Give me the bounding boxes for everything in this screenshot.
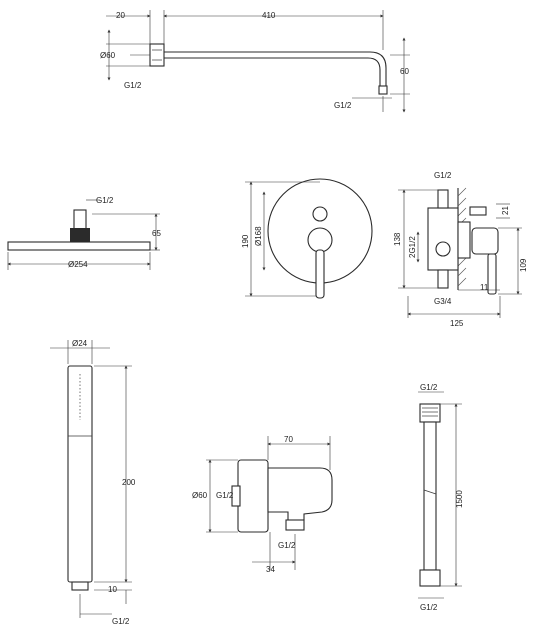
- bottom-inlet: [437, 269, 449, 289]
- wall-elbow-view: 70 Ø60 G1/2 G1/2 34: [192, 435, 333, 574]
- dim-hand-200: 200: [122, 478, 136, 487]
- dim-arm-410: 410: [262, 11, 276, 20]
- dim-side-138: 138: [393, 232, 402, 246]
- dim-elbow-g12-bottom: G1/2: [278, 541, 296, 550]
- dim-mixer-190: 190: [241, 234, 250, 248]
- diverter-knob: [312, 206, 328, 222]
- mixer-lever: [315, 249, 325, 299]
- valve-body: [427, 207, 459, 271]
- shower-head-view: G1/2 65 Ø254: [7, 196, 161, 270]
- cover-plate-side: [457, 221, 471, 259]
- dim-arm-outlet-g12: G1/2: [334, 101, 352, 110]
- hose-body: [423, 421, 437, 571]
- hand-shower-view: Ø24 200 10 G1/2: [50, 339, 136, 626]
- dim-arm-20: 20: [116, 11, 125, 20]
- elbow-outlet: [285, 519, 305, 531]
- dim-side-top-g12: G1/2: [434, 171, 452, 180]
- lever-side: [487, 253, 497, 295]
- top-outlet: [437, 189, 449, 209]
- dim-head-o254: Ø254: [68, 260, 88, 269]
- head-plate: [7, 241, 151, 251]
- dim-arm-o60: Ø60: [100, 51, 116, 60]
- dim-elbow-o60: Ø60: [192, 491, 208, 500]
- dim-side-g34: G3/4: [434, 297, 452, 306]
- mixer-handle-base: [307, 227, 333, 253]
- hose-view: G1/2 1500 G1/2: [418, 383, 464, 612]
- arm-outlet: [378, 85, 388, 95]
- dim-side-21: 21: [501, 206, 510, 215]
- dim-hose-1500: 1500: [455, 490, 464, 508]
- head-ball-joint: [70, 228, 90, 242]
- arm-pipe: [164, 51, 387, 86]
- elbow-holder: [267, 467, 333, 521]
- dim-arm-g12: G1/2: [124, 81, 142, 90]
- dim-hand-g12: G1/2: [112, 617, 130, 626]
- dim-mixer-o168: Ø168: [254, 226, 263, 246]
- dim-hose-bottom-g12: G1/2: [420, 603, 438, 612]
- mixer-front-view: 190 Ø168: [241, 178, 373, 299]
- dim-hand-o24: Ø24: [72, 339, 88, 348]
- elbow-inlet-nipple: [231, 485, 241, 507]
- dim-elbow-g12-left: G1/2: [216, 491, 234, 500]
- dim-side-2g12: 2G1/2: [408, 236, 417, 258]
- dim-side-125: 125: [450, 319, 464, 328]
- dim-hand-10: 10: [108, 585, 117, 594]
- wall-flange: [149, 43, 165, 67]
- dim-hose-top-g12: G1/2: [420, 383, 438, 392]
- hand-shower-body: [67, 365, 93, 583]
- dim-arm-60: 60: [400, 67, 409, 76]
- hose-bottom-nut: [419, 569, 441, 587]
- mixer-side-view: G1/2 21 138 2G1/2 109 G3/4 11 125: [393, 171, 528, 328]
- right-nipple: [469, 206, 487, 216]
- dim-side-11: 11: [480, 283, 489, 292]
- dim-side-109: 109: [519, 258, 528, 272]
- hose-top-nut: [419, 403, 441, 423]
- head-connector: [73, 209, 87, 231]
- dim-head-g12: G1/2: [96, 196, 114, 205]
- dim-elbow-34: 34: [266, 565, 275, 574]
- shower-arm-view: 20 410 Ø60 G1/2 60 G1/2: [100, 10, 410, 113]
- dim-head-65: 65: [152, 229, 161, 238]
- inlet-port: [435, 241, 451, 257]
- hand-shower-connector: [71, 581, 89, 591]
- elbow-flange: [237, 459, 269, 533]
- dim-elbow-70: 70: [284, 435, 293, 444]
- handle-side: [471, 227, 499, 255]
